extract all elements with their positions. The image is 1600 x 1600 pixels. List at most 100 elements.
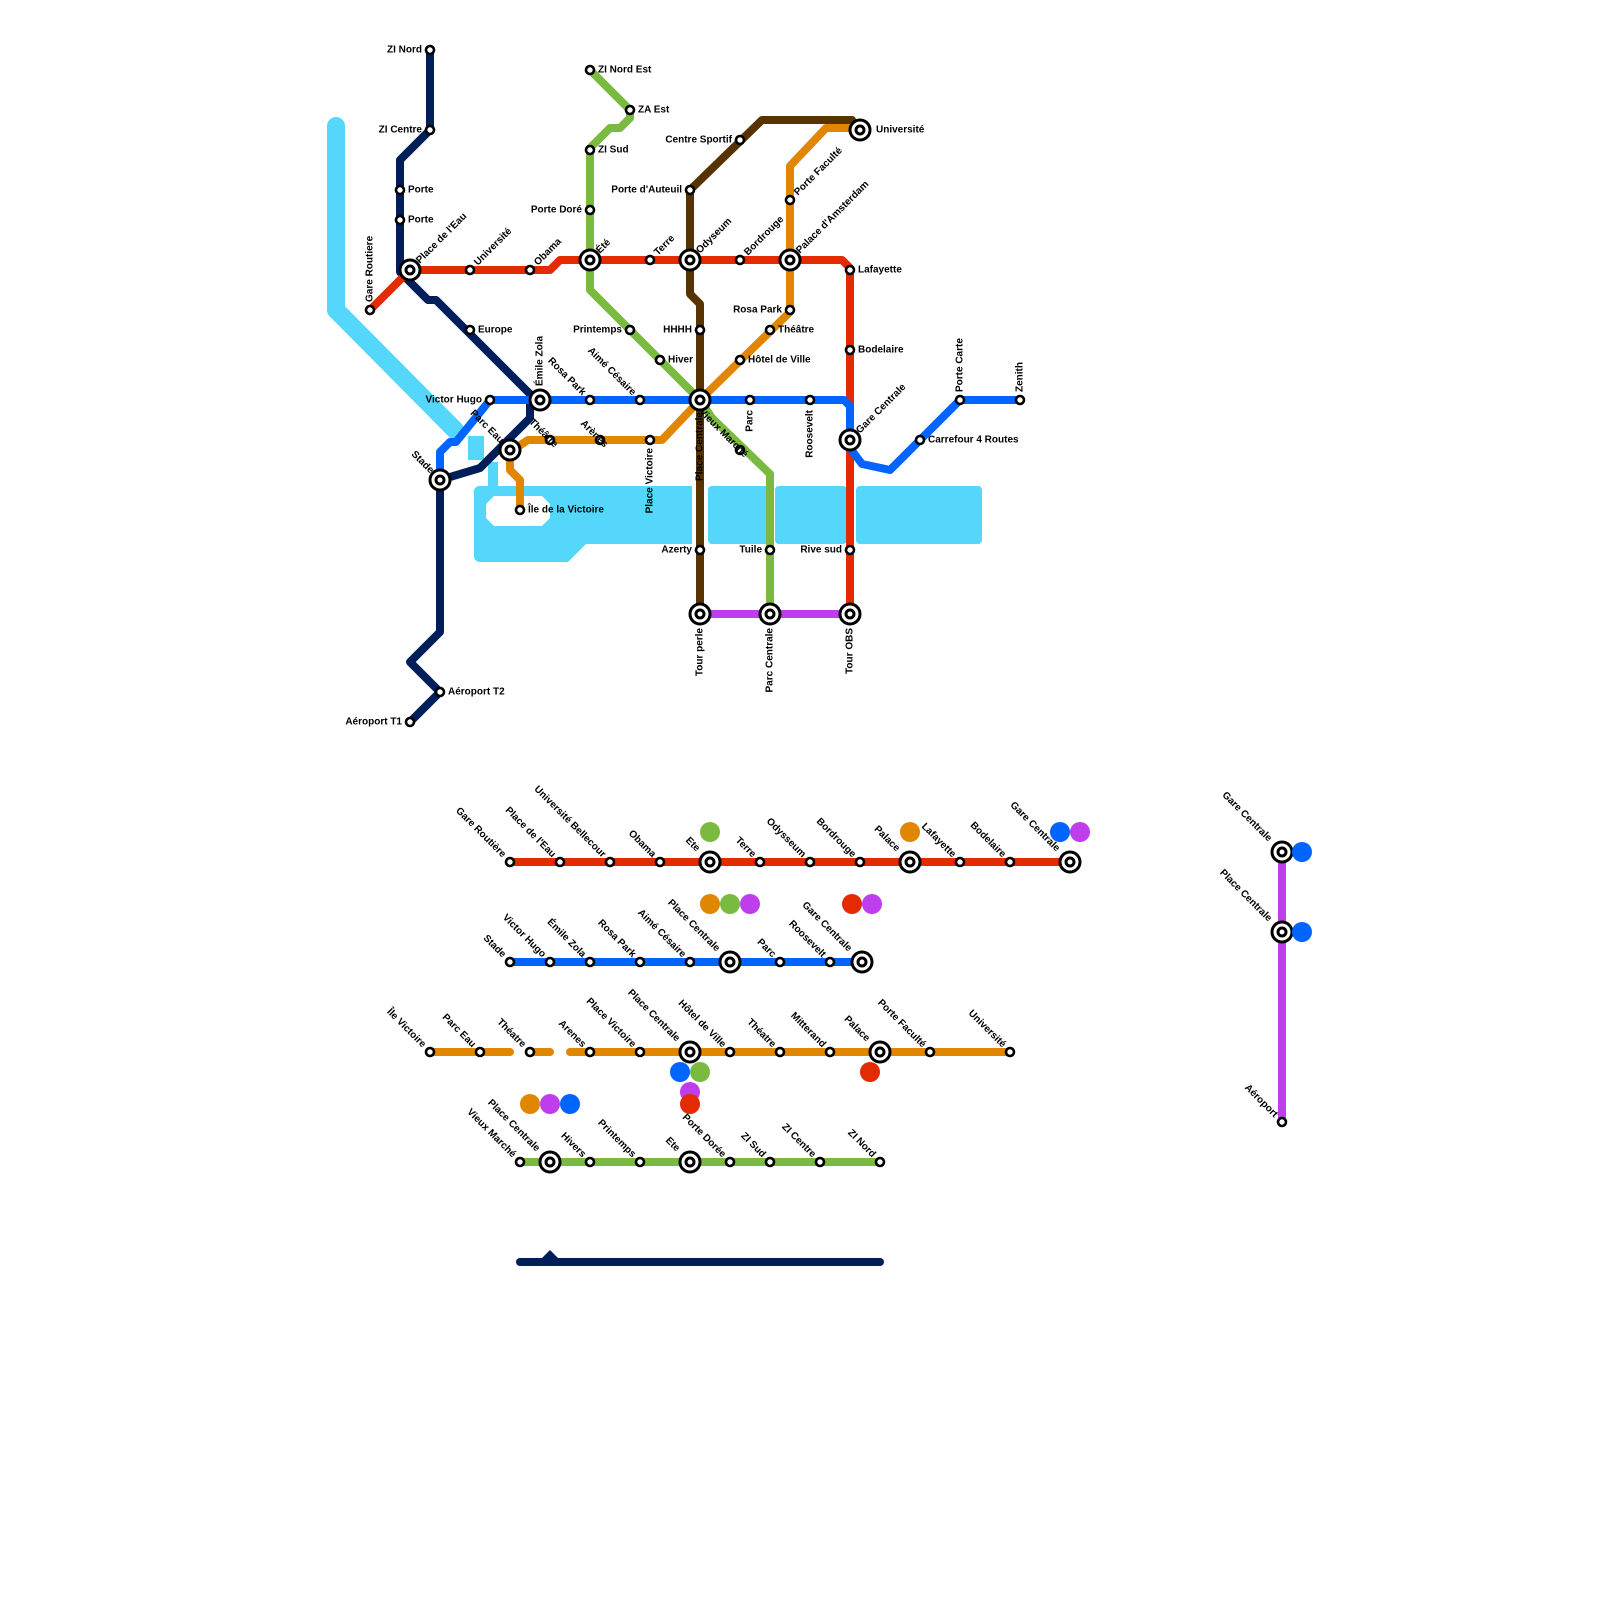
station-stade[interactable]: Stade (481, 933, 516, 968)
interchange-marker-inner (1276, 926, 1288, 938)
station-label: Place de l'Eau (503, 805, 558, 860)
station-theatre[interactable]: Théâtre (526, 417, 560, 451)
stop-marker (584, 1156, 596, 1168)
station-label: Gare Centrale (854, 382, 908, 436)
interchange-dot-blue (560, 1094, 580, 1114)
station-label: Émile Zola (545, 915, 590, 960)
station-emile-zola[interactable]: Émile Zola (528, 336, 552, 412)
stop-marker (464, 324, 476, 336)
station-tour-perle[interactable]: Tour perle (688, 602, 712, 676)
stop-marker (724, 1046, 736, 1058)
station-za-est[interactable]: ZA Est (624, 104, 670, 116)
interchange-dot-orange (520, 1094, 540, 1114)
interchange-marker-inner (904, 856, 916, 868)
station-roosevelt[interactable]: Roosevelt (805, 394, 816, 458)
station-place-centrale[interactable]: Place Centrale (625, 987, 710, 1102)
station-porte[interactable]: Porte (394, 215, 434, 226)
station-zi-nord[interactable]: ZI Nord (387, 45, 436, 56)
station-zi-nord-est[interactable]: ZI Nord Est (584, 65, 652, 76)
station-porte-dore[interactable]: Porte Doré (531, 205, 596, 216)
interchange-dot-red (860, 1062, 880, 1082)
station-parc[interactable]: Parc (745, 394, 756, 432)
stop-marker (684, 956, 696, 968)
station-label: Hôtel de Ville (748, 355, 811, 366)
stop-marker (784, 304, 796, 316)
station-ile-de-la-victoire[interactable]: Île de la Victoire (514, 503, 604, 516)
station-label: Parc Eau (440, 1012, 478, 1050)
station-label: Place Centrale (1217, 867, 1274, 924)
station-hotel-de-ville[interactable]: Hôtel de Ville (734, 355, 811, 366)
station-victor-hugo[interactable]: Victor Hugo (426, 395, 496, 406)
station-tour-obs[interactable]: Tour OBS (838, 602, 862, 674)
station-europe[interactable]: Europe (464, 324, 513, 336)
station-porte-faculte[interactable]: Porte Faculté (784, 145, 845, 206)
station-label: Aimé Césaire (585, 345, 638, 398)
stop-marker (544, 434, 556, 446)
station-printemps[interactable]: Printemps (573, 324, 636, 336)
station-label: Université (876, 125, 925, 136)
stop-marker (394, 184, 406, 196)
stop-marker (914, 434, 926, 446)
station-ile-victoire[interactable]: Île Victoire (384, 1004, 436, 1058)
station-label: Aéroport T1 (345, 717, 402, 728)
station-gare-routiere[interactable]: Gare Routiere (364, 235, 376, 316)
station-bodelaire[interactable]: Bodelaire (844, 345, 904, 356)
station-label: ZI Nord (387, 45, 422, 56)
station-place-centrale[interactable]: Place Centrale (1217, 867, 1312, 944)
interchange-marker-inner (764, 608, 776, 620)
station-zi-sud[interactable]: ZI Sud (584, 145, 629, 156)
station-vieux-marche[interactable]: Vieux Marché (465, 1107, 526, 1168)
station-porte[interactable]: Porte (394, 184, 434, 196)
station-palace[interactable]: Palace (842, 1014, 892, 1082)
stop-marker (824, 956, 836, 968)
interchange-dot-red (680, 1094, 700, 1114)
station-label: Rosa Park (545, 356, 588, 399)
station-rosa-park[interactable]: Rosa Park (733, 304, 796, 316)
station-zi-centre[interactable]: ZI Centre (379, 125, 436, 136)
stop-marker (624, 104, 636, 116)
station-porte-carte[interactable]: Porte Carte (955, 338, 966, 406)
station-place-victoire[interactable]: Place Victoire (645, 434, 656, 513)
station-label: Arènes (578, 418, 610, 450)
stop-marker (654, 354, 666, 366)
station-tuile[interactable]: Tuile (739, 545, 776, 556)
interchange-dot-blue (1292, 922, 1312, 942)
interchange-marker-inner (534, 394, 546, 406)
station-theatre[interactable]: Théâtre (764, 325, 815, 336)
station-aeroport-t2[interactable]: Aéroport T2 (434, 687, 505, 698)
stop-marker (584, 956, 596, 968)
station-label: Île de la Victoire (527, 503, 604, 516)
interchange-dot-blue (670, 1062, 690, 1082)
stop-marker (734, 444, 746, 456)
station-ete[interactable]: Ete (683, 822, 722, 874)
station-azerty[interactable]: Azerty (661, 545, 706, 556)
station-parc-centrale[interactable]: Parc Centrale (758, 602, 782, 693)
station-label: Aéroport (1242, 1082, 1280, 1120)
station-lafayette[interactable]: Lafayette (844, 265, 902, 276)
stop-marker (774, 1046, 786, 1058)
station-label: Parc Centrale (765, 628, 776, 693)
stop-marker (724, 1156, 736, 1168)
station-carrefour-4-routes[interactable]: Carrefour 4 Routes (914, 434, 1019, 446)
station-universite[interactable]: Université (848, 118, 925, 142)
station-place-centrale[interactable]: Place Centrale (688, 388, 712, 481)
station-place-victoire[interactable]: Place Victoire (584, 996, 646, 1058)
station-porte-d-auteuil[interactable]: Porte d'Auteuil (611, 185, 696, 196)
stop-marker (1014, 394, 1026, 406)
stop-marker (774, 956, 786, 968)
station-aeroport-t1[interactable]: Aéroport T1 (345, 717, 416, 728)
stop-marker (924, 1046, 936, 1058)
stop-marker (624, 324, 636, 336)
station-arenes[interactable]: Arènes (578, 418, 610, 450)
station-hiver[interactable]: Hiver (654, 354, 693, 366)
stop-marker (364, 304, 376, 316)
station-hhhh[interactable]: HHHH (663, 325, 706, 336)
station-ete[interactable]: Été (578, 235, 613, 272)
station-aime-cesaire[interactable]: Aimé Césaire (585, 345, 646, 406)
station-rive-sud[interactable]: Rive sud (800, 545, 856, 556)
station-zenith[interactable]: Zenith (1014, 362, 1026, 406)
stop-marker (854, 856, 866, 868)
station-centre-sportif[interactable]: Centre Sportif (665, 135, 746, 146)
station-label: ZI Sud (738, 1131, 767, 1160)
station-gare-centrale[interactable]: Gare Centrale (1220, 790, 1312, 864)
